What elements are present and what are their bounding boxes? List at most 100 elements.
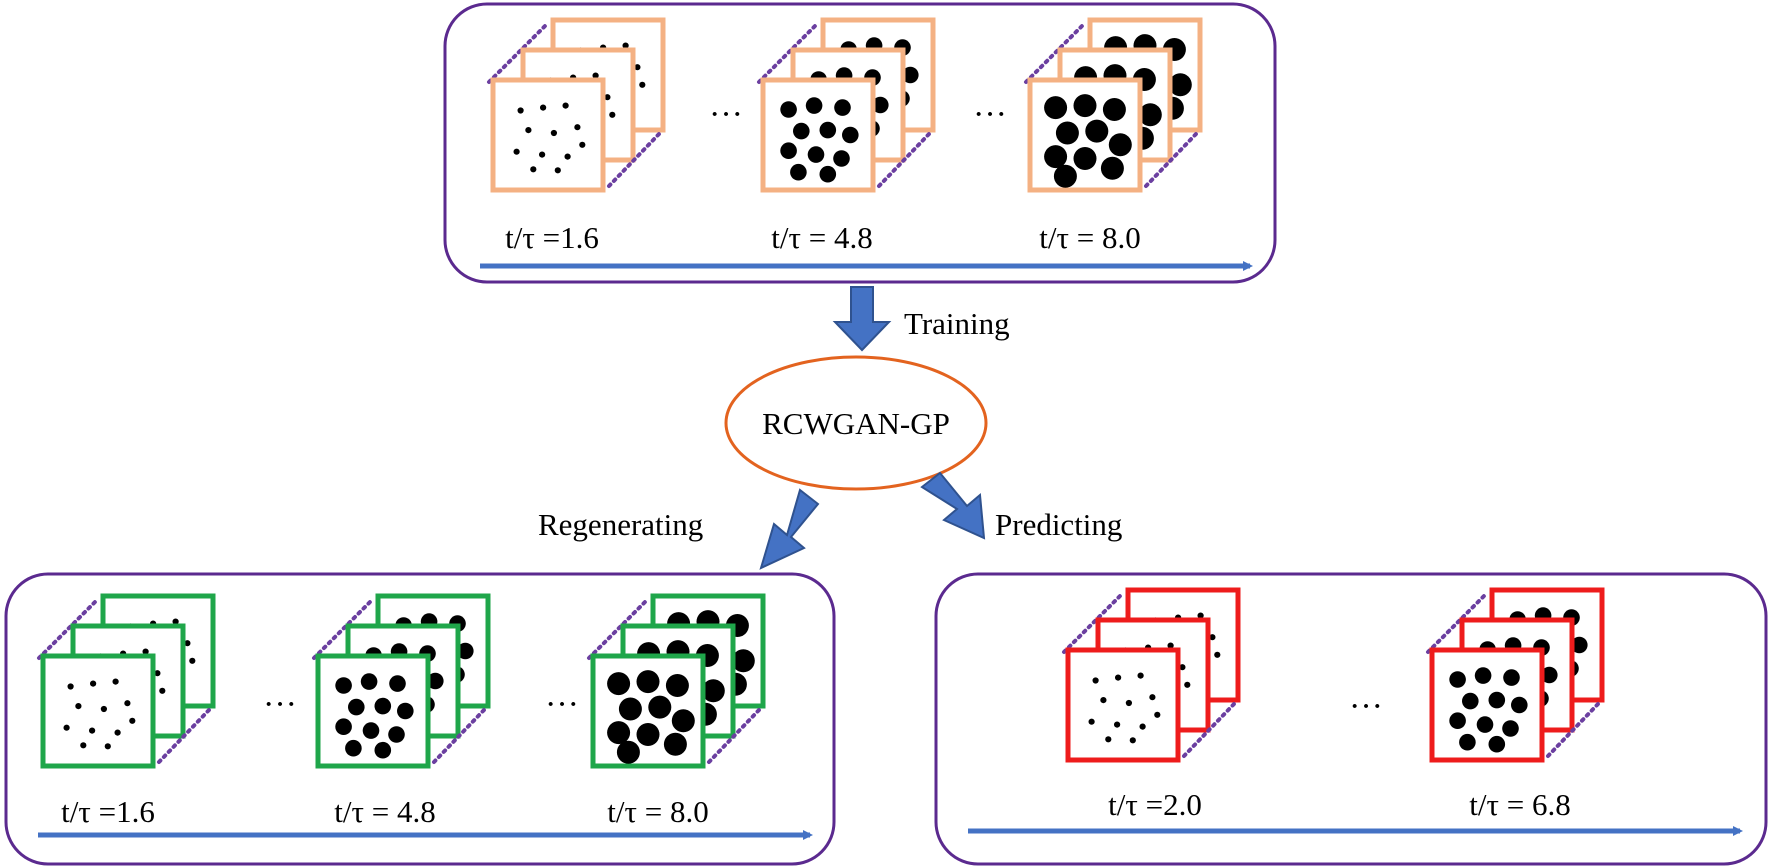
particle bbox=[780, 142, 797, 159]
particle bbox=[1214, 651, 1221, 658]
regenerating-stage-1-label: t/τ =1.6 bbox=[61, 794, 155, 829]
training-flow: Training bbox=[832, 286, 1010, 352]
particle bbox=[540, 104, 547, 111]
particle bbox=[807, 146, 825, 163]
training-flow-label: Training bbox=[904, 306, 1010, 341]
training-stage-3 bbox=[1024, 17, 1203, 193]
predicting-stage-2-label: t/τ = 6.8 bbox=[1469, 787, 1570, 822]
particle bbox=[89, 727, 96, 734]
predicting-separator-1: ··· bbox=[1349, 688, 1383, 725]
particle bbox=[1197, 612, 1204, 619]
particle bbox=[348, 698, 365, 716]
particle bbox=[1149, 694, 1156, 701]
particle bbox=[1488, 691, 1506, 709]
particle bbox=[1503, 669, 1520, 686]
particle bbox=[592, 72, 599, 79]
stack-dots-bottom bbox=[1144, 132, 1198, 188]
particle bbox=[388, 726, 405, 743]
predicting-flow-arrow bbox=[920, 471, 986, 540]
particle bbox=[1138, 103, 1162, 127]
stack-dots-top bbox=[757, 24, 817, 84]
particle bbox=[1449, 671, 1466, 688]
stack-dots-bottom bbox=[157, 708, 211, 764]
particle bbox=[805, 97, 823, 114]
training-separator-2: ··· bbox=[973, 96, 1007, 133]
particle bbox=[636, 670, 660, 694]
particle bbox=[1184, 681, 1191, 688]
stack-dots-top bbox=[1426, 594, 1486, 654]
particle bbox=[790, 163, 807, 181]
regenerating-panel: ··· ··· t/τ =1.6 t/τ = 4.8 t/τ = 8.0 bbox=[4, 572, 836, 866]
particle bbox=[1044, 96, 1068, 120]
predicting-panel: ··· t/τ =2.0 t/τ = 6.8 bbox=[934, 572, 1768, 866]
particle bbox=[607, 672, 631, 696]
training-stage-3-label: t/τ = 8.0 bbox=[1039, 220, 1140, 255]
image-frame-front bbox=[315, 653, 431, 769]
particle bbox=[1541, 666, 1558, 684]
particle bbox=[634, 64, 641, 71]
particle bbox=[564, 153, 571, 160]
regenerating-stage-2 bbox=[312, 593, 491, 769]
particle bbox=[1137, 672, 1144, 679]
image-frame-front-border bbox=[40, 653, 156, 769]
regenerating-flow-label: Regenerating bbox=[538, 507, 703, 542]
particle bbox=[374, 697, 392, 715]
stack-dots-top bbox=[1024, 24, 1084, 84]
particle bbox=[124, 700, 131, 707]
training-panel: ··· ··· t/τ =1.6 t/τ = 4.8 t/τ = 8.0 bbox=[443, 2, 1277, 284]
particle bbox=[607, 721, 631, 745]
stack-dots-bottom bbox=[1546, 702, 1600, 758]
stack-dots-top bbox=[1062, 594, 1122, 654]
regenerating-stage-3-label: t/τ = 8.0 bbox=[607, 794, 708, 829]
particle bbox=[374, 741, 392, 759]
regenerating-stage-1 bbox=[37, 593, 216, 769]
model-node: RCWGAN-GP bbox=[724, 355, 988, 491]
particle bbox=[604, 94, 611, 101]
particle bbox=[530, 166, 537, 173]
image-frame-front-border bbox=[490, 77, 606, 193]
training-separator-1: ··· bbox=[709, 96, 743, 133]
particle bbox=[834, 99, 851, 116]
particle bbox=[780, 101, 797, 118]
particle bbox=[1179, 664, 1186, 671]
particle bbox=[1088, 718, 1095, 725]
particle bbox=[1209, 634, 1216, 641]
particle bbox=[648, 695, 672, 719]
particle bbox=[1100, 156, 1124, 180]
particle bbox=[618, 697, 642, 721]
particle bbox=[671, 709, 695, 733]
regenerating-flow-arrow bbox=[759, 488, 820, 570]
particle bbox=[902, 66, 919, 84]
particle bbox=[1053, 164, 1077, 188]
particle bbox=[100, 705, 107, 713]
particle bbox=[1449, 712, 1466, 729]
regenerating-panel-border bbox=[4, 572, 836, 866]
regenerating-stage-3 bbox=[587, 593, 766, 769]
particle bbox=[562, 102, 569, 109]
image-frame-front bbox=[1065, 647, 1181, 763]
particle bbox=[457, 642, 474, 660]
particle bbox=[1154, 711, 1161, 718]
particle bbox=[427, 672, 444, 690]
particle bbox=[609, 111, 616, 118]
particle bbox=[833, 150, 850, 167]
particle bbox=[539, 151, 546, 158]
particle bbox=[397, 702, 414, 720]
particle bbox=[1168, 73, 1192, 97]
particle bbox=[842, 126, 859, 144]
image-frame-front bbox=[1429, 647, 1545, 763]
particle bbox=[184, 640, 191, 647]
particle bbox=[1474, 667, 1492, 684]
particle bbox=[90, 680, 97, 687]
particle bbox=[1139, 723, 1146, 730]
particle bbox=[1115, 674, 1122, 681]
particle bbox=[80, 742, 87, 749]
particle bbox=[172, 618, 179, 625]
particle bbox=[114, 729, 121, 736]
particle bbox=[1092, 677, 1099, 684]
particle bbox=[701, 679, 725, 703]
particle bbox=[159, 687, 166, 694]
image-frame-front bbox=[40, 653, 156, 769]
predicting-flow-label: Predicting bbox=[995, 507, 1122, 542]
particle bbox=[663, 732, 687, 756]
